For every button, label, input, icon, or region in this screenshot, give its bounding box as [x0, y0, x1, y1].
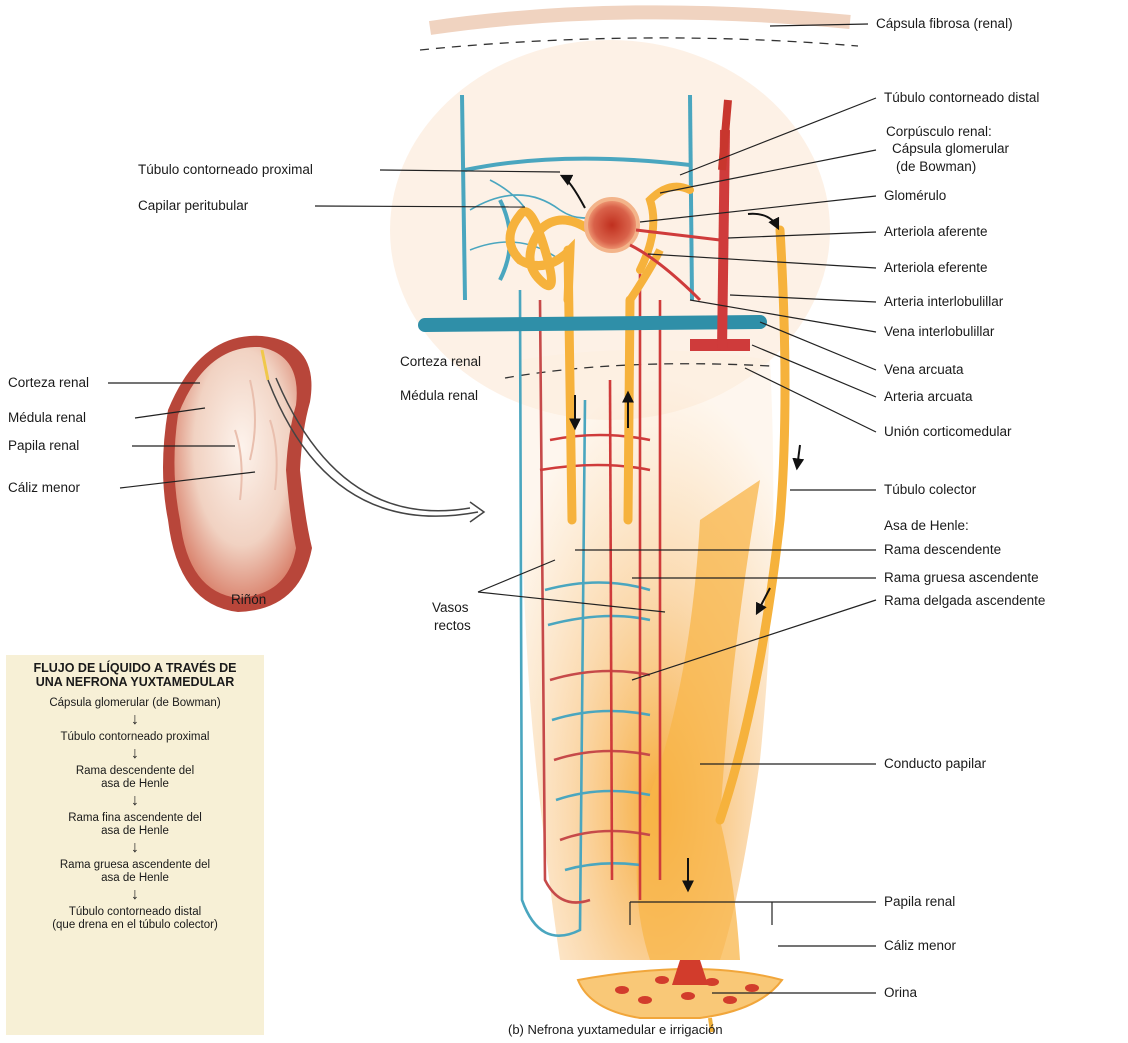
- label-capsula-fibrosa: Cápsula fibrosa (renal): [876, 16, 1013, 32]
- label-rama-delgada: Rama delgada ascendente: [884, 593, 1045, 609]
- label-glomerulo: Glomérulo: [884, 188, 946, 204]
- flow-arrow-icon: ↓: [6, 887, 264, 903]
- label-arteriola-eferente: Arteriola eferente: [884, 260, 988, 276]
- flow-box: FLUJO DE LÍQUIDO A TRAVÉS DE UNA NEFRONA…: [6, 655, 264, 1035]
- arrow-collecting-1: [797, 445, 800, 468]
- label-arteria-interlobulillar: Arteria interlobulillar: [884, 294, 1003, 310]
- label-corteza-renal-left: Corteza renal: [8, 375, 89, 391]
- flow-arrow-icon: ↓: [6, 840, 264, 856]
- label-rinon: Riñón: [231, 592, 266, 608]
- flow-step-6b: (que drena en el túbulo colector): [6, 919, 264, 932]
- label-union-corticomedular: Unión corticomedular: [884, 424, 1012, 440]
- label-conducto-papilar: Conducto papilar: [884, 756, 986, 772]
- flow-arrow-icon: ↓: [6, 712, 264, 728]
- label-caliz-menor-right: Cáliz menor: [884, 938, 956, 954]
- flow-title-line2: UNA NEFRONA YUXTAMEDULAR: [6, 675, 264, 689]
- label-arteriola-aferente: Arteriola aferente: [884, 224, 988, 240]
- flow-step-5b: asa de Henle: [6, 872, 264, 885]
- flow-step-5a: Rama gruesa ascendente del: [6, 859, 264, 872]
- label-capilar-peritubular: Capilar peritubular: [138, 198, 248, 214]
- label-caliz-menor-left: Cáliz menor: [8, 480, 80, 496]
- label-rama-gruesa: Rama gruesa ascendente: [884, 570, 1039, 586]
- label-papila-renal-left: Papila renal: [8, 438, 79, 454]
- label-medula-renal-left: Médula renal: [8, 410, 86, 426]
- flow-step-3a: Rama descendente del: [6, 765, 264, 778]
- label-de-bowman: (de Bowman): [896, 159, 976, 175]
- label-corpusculo: Corpúsculo renal:: [886, 124, 992, 140]
- flow-arrow-icon: ↓: [6, 746, 264, 762]
- label-corteza-renal-center: Corteza renal: [400, 354, 481, 370]
- label-vena-arcuata: Vena arcuata: [884, 362, 964, 378]
- label-arteria-arcuata: Arteria arcuata: [884, 389, 973, 405]
- figure-caption: (b) Nefrona yuxtamedular e irrigación: [508, 1022, 723, 1037]
- interlobular-vein: [425, 322, 760, 325]
- label-rectos: rectos: [434, 618, 471, 634]
- flow-step-2: Túbulo contorneado proximal: [6, 731, 264, 744]
- label-tubulo-distal: Túbulo contorneado distal: [884, 90, 1039, 106]
- flow-step-3b: asa de Henle: [6, 778, 264, 791]
- flow-step-6a: Túbulo contorneado distal: [6, 906, 264, 919]
- label-tubulo-colector: Túbulo colector: [884, 482, 976, 498]
- label-papila-renal-right: Papila renal: [884, 894, 955, 910]
- label-vasos: Vasos: [432, 600, 469, 616]
- label-medula-renal-center: Médula renal: [400, 388, 478, 404]
- flow-title-line1: FLUJO DE LÍQUIDO A TRAVÉS DE: [6, 661, 264, 675]
- glomerulus: [586, 199, 638, 251]
- flow-arrow-icon: ↓: [6, 793, 264, 809]
- flow-step-4b: asa de Henle: [6, 825, 264, 838]
- label-tubulo-proximal: Túbulo contorneado proximal: [138, 162, 313, 178]
- label-asa-henle: Asa de Henle:: [884, 518, 969, 534]
- label-capsula-glomerular: Cápsula glomerular: [892, 141, 1009, 157]
- label-vena-interlobulillar: Vena interlobulillar: [884, 324, 994, 340]
- papilla-red: [672, 960, 708, 985]
- label-rama-descendente: Rama descendente: [884, 542, 1001, 558]
- flow-step-1: Cápsula glomerular (de Bowman): [6, 697, 264, 710]
- flow-step-4a: Rama fina ascendente del: [6, 812, 264, 825]
- label-orina: Orina: [884, 985, 917, 1001]
